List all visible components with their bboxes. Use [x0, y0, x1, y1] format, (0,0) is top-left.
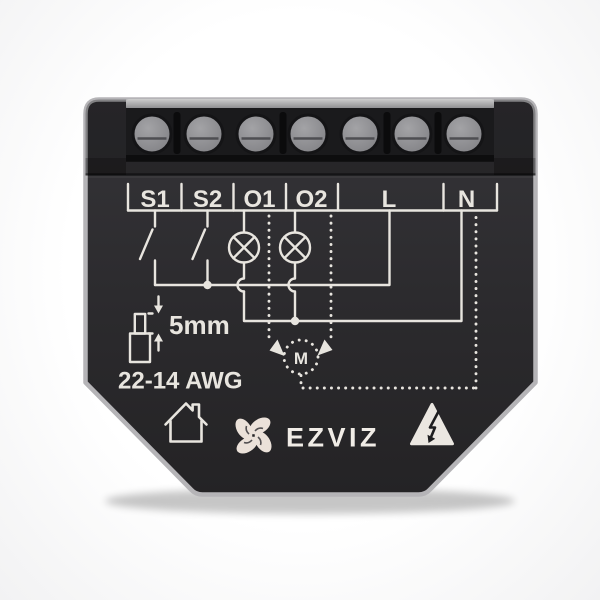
lamp-symbol-o2	[278, 231, 312, 264]
terminal-label-s1: S1	[140, 186, 169, 213]
ezviz-wordmark: EZVIZ	[286, 423, 380, 453]
wiring-diagram	[138, 209, 463, 326]
terminal-screw-icon	[235, 113, 277, 155]
terminal-divider-slot	[279, 112, 287, 154]
terminal-screw-icon	[443, 113, 485, 155]
strip-gauge	[128, 295, 160, 364]
terminal-block-inner-shadow	[126, 155, 494, 162]
dotted-wire-motor-neutral	[299, 214, 478, 390]
o2-wire	[287, 209, 297, 323]
terminal-label-o1: O1	[243, 186, 275, 213]
junction-dot	[290, 316, 300, 326]
dotted-wire-arrowhead-left	[269, 339, 285, 356]
terminal-label-ticks	[126, 182, 499, 212]
switch-symbol-s1	[138, 209, 157, 287]
terminal-label-s2: S2	[193, 186, 222, 213]
gauge-arrowhead-up	[154, 333, 163, 342]
lamp-symbol-o2-cross	[283, 235, 307, 260]
dotted-wire-arrowhead-right	[317, 339, 333, 356]
gauge-arrowhead-down	[154, 305, 163, 314]
motor-symbol-label: M	[294, 349, 308, 368]
lamp-symbol-o1-cross	[232, 235, 256, 260]
indoor-house-icon	[164, 402, 208, 443]
terminal-divider-slot	[434, 112, 442, 154]
high-voltage-warning-icon	[410, 403, 454, 446]
terminal-cover-shadow	[85, 158, 536, 175]
terminal-label-n: N	[458, 186, 475, 213]
motor-option-dotted-wires	[267, 214, 478, 390]
terminal-label-l: L	[382, 186, 397, 213]
o1-wire	[236, 209, 246, 293]
lamp-symbol-o1	[227, 231, 261, 264]
wire-insulated-end	[128, 332, 152, 364]
device-body	[83, 97, 538, 497]
ezviz-flower-logo-icon	[235, 417, 272, 454]
terminal-label-row	[126, 182, 499, 212]
terminal-divider-slot	[173, 112, 181, 154]
strip-length-label: 5mm	[169, 310, 230, 340]
motor-dotted-circle	[282, 338, 320, 376]
terminal-labels: S1 S2 O1 O2 L N	[140, 186, 475, 213]
terminal-block	[126, 99, 494, 162]
terminal-label-o2: O2	[295, 186, 327, 213]
junction-dot	[203, 280, 212, 290]
terminal-screw-icon	[287, 113, 329, 155]
terminal-screws	[131, 113, 485, 155]
neutral-bus-wire	[242, 209, 463, 323]
terminal-screw-icon	[391, 113, 433, 155]
body-shoulder-right	[494, 99, 536, 175]
wire-gauge-label: 22-14 AWG	[118, 368, 243, 395]
live-bus-wire	[153, 209, 391, 287]
terminal-divider-slot	[383, 112, 391, 154]
terminal-screw-icon	[339, 113, 381, 155]
terminal-screw-icon	[131, 113, 173, 155]
gauge-ticks	[147, 312, 154, 335]
terminal-screw-icon	[183, 113, 225, 155]
terminal-block-top-strip	[126, 99, 494, 110]
body-shoulder-left	[85, 99, 126, 175]
